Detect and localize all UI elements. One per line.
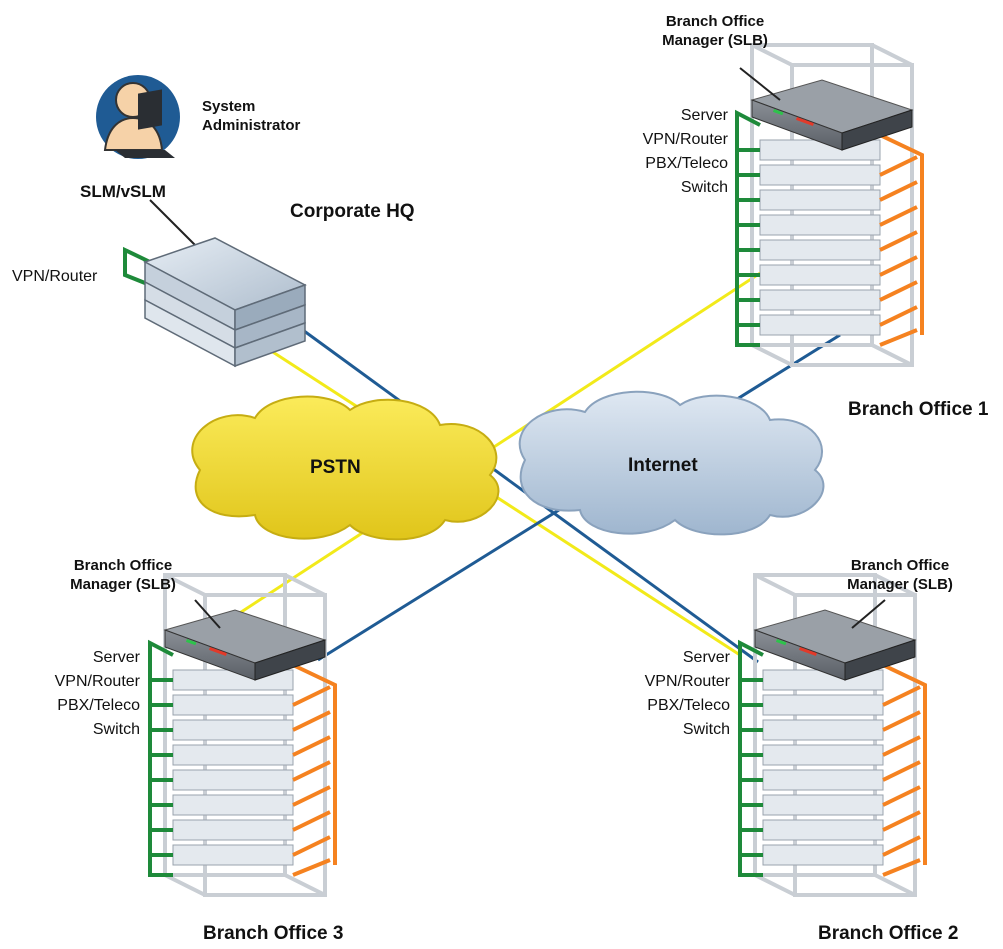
branch3-server-label: Server [92,649,140,666]
branch1-device-labels: Server VPN/Router PBX/Teleco Switch [600,104,728,200]
branch1-title: Branch Office 1 [848,399,989,420]
branch1-rack [735,43,924,367]
slm-device-label: SLM/vSLM [80,182,166,201]
pstn-cloud [191,395,500,541]
branch1-server-label: Server [680,107,728,124]
branch3-title: Branch Office 3 [203,923,344,944]
branch1-switch-label: Switch [680,179,728,196]
branch2-switch-label: Switch [682,721,730,738]
branch3-device-labels: Server VPN/Router PBX/Teleco Switch [12,646,140,742]
branch3-vpn-label: VPN/Router [54,673,140,690]
pstn-label: PSTN [310,457,361,478]
branch1-vpn-label: VPN/Router [642,131,728,148]
branch2-server-label: Server [682,649,730,666]
branch3-rack [148,573,337,897]
admin-avatar [96,75,180,159]
hq-vpn-label: VPN/Router [12,268,98,285]
branch1-pbx-label: PBX/Teleco [645,155,728,172]
internet-label: Internet [628,455,698,476]
branch2-title: Branch Office 2 [818,923,959,944]
hq-device [123,237,307,368]
corporate-hq-title: Corporate HQ [290,201,415,222]
branch2-pbx-label: PBX/Teleco [647,697,730,714]
branch3-pbx-label: PBX/Teleco [57,697,140,714]
internet-cloud [518,390,825,536]
branch2-device-labels: Server VPN/Router PBX/Teleco Switch [602,646,730,742]
branch2-vpn-label: VPN/Router [644,673,730,690]
branch2-rack [738,573,927,897]
branch3-switch-label: Switch [92,721,140,738]
